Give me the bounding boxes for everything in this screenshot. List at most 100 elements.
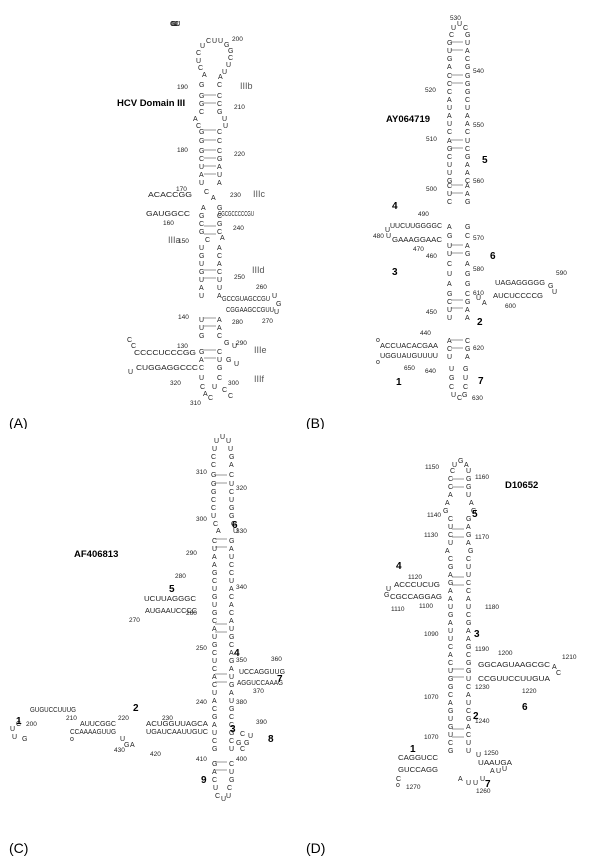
iiia-upper-strand: ACACCGG <box>148 192 192 199</box>
svg-text:U: U <box>128 369 133 376</box>
pos-640: 640 <box>425 368 436 375</box>
svg-text:C: C <box>448 644 453 651</box>
pos-1150: 1150 <box>425 464 439 471</box>
panel-b-label: (B) <box>306 415 325 429</box>
svg-text:A: A <box>229 690 234 697</box>
svg-text:C: C <box>466 580 471 587</box>
d-helix-7: 7 <box>485 779 491 790</box>
svg-text:C: C <box>396 776 401 783</box>
svg-text:G: G <box>471 508 476 515</box>
svg-text:U: U <box>212 546 217 553</box>
svg-text:A: A <box>465 307 470 314</box>
svg-text:G: G <box>124 742 129 749</box>
svg-text:G: G <box>199 138 204 145</box>
svg-text:U: U <box>457 21 462 28</box>
svg-text:U: U <box>226 62 231 69</box>
svg-text:U: U <box>221 796 226 803</box>
svg-text:G: G <box>244 740 249 747</box>
svg-text:C: C <box>217 82 222 89</box>
pos-550: 550 <box>473 122 484 129</box>
svg-text:C: C <box>448 740 453 747</box>
pos-430: 430 <box>114 747 125 754</box>
pos-320: 320 <box>170 380 181 387</box>
svg-text:C: C <box>449 32 454 39</box>
svg-text:C: C <box>211 454 216 461</box>
svg-text:C: C <box>229 610 234 617</box>
svg-text:U: U <box>200 43 205 50</box>
svg-text:U: U <box>274 309 279 316</box>
svg-text:C: C <box>229 738 234 745</box>
svg-text:A: A <box>447 64 452 71</box>
c-h3-lower: UGAUCAAUUGUC <box>146 729 208 736</box>
svg-text:U: U <box>199 245 204 252</box>
svg-text:U: U <box>232 343 237 350</box>
svg-text:U: U <box>226 438 231 445</box>
svg-text:G: G <box>465 271 470 278</box>
svg-text:G: G <box>212 642 217 649</box>
pos-450: 450 <box>426 309 437 316</box>
svg-text:G: G <box>468 548 473 555</box>
svg-text:U: U <box>10 726 15 733</box>
panel-b-title: AY064719 <box>386 114 430 125</box>
b-h6-lower: AUCUCCCCG <box>493 293 543 300</box>
svg-text:U: U <box>466 604 471 611</box>
pos-1250: 1250 <box>484 750 499 757</box>
svg-text:A: A <box>217 317 222 324</box>
svg-text:o: o <box>376 359 380 366</box>
pos-270: 270 <box>262 318 273 325</box>
label-iiic: IIIc <box>253 189 266 199</box>
svg-text:C: C <box>448 532 453 539</box>
pos-1200: 1200 <box>498 650 513 657</box>
c-h2-upper: AUUCGGC <box>80 721 116 728</box>
svg-text:A: A <box>218 74 223 81</box>
svg-text:C: C <box>198 65 203 72</box>
svg-text:C: C <box>465 97 470 104</box>
svg-text:U: U <box>476 752 481 759</box>
svg-text:U: U <box>212 586 217 593</box>
pos-610: 610 <box>473 290 484 297</box>
svg-text:A: A <box>465 48 470 55</box>
pos-570: 570 <box>473 235 484 242</box>
svg-text:G: G <box>229 538 234 545</box>
svg-text:U: U <box>386 586 391 593</box>
pos-1160: 1160 <box>475 474 489 481</box>
svg-text:G: G <box>212 714 217 721</box>
svg-text:U: U <box>451 392 456 399</box>
pos-280: 280 <box>232 319 243 326</box>
svg-text:A: A <box>448 700 453 707</box>
svg-text:A: A <box>466 692 471 699</box>
svg-text:U: U <box>229 698 234 705</box>
svg-text:C: C <box>229 570 234 577</box>
svg-text:G: G <box>447 233 452 240</box>
svg-text:U: U <box>248 733 253 740</box>
pos-240: 240 <box>233 225 244 232</box>
svg-text:U: U <box>463 375 468 382</box>
svg-text:C: C <box>199 109 204 116</box>
pos-590: 590 <box>556 270 567 277</box>
svg-text:U: U <box>466 740 471 747</box>
svg-text:A: A <box>202 72 207 79</box>
svg-text:U: U <box>480 776 485 783</box>
svg-text:A: A <box>212 626 217 633</box>
pos-440: 440 <box>420 330 431 337</box>
svg-text:G: G <box>229 454 234 461</box>
svg-text:U: U <box>466 468 471 475</box>
svg-text:G: G <box>447 146 452 153</box>
pos-160: 160 <box>163 220 174 227</box>
pos-1070: 1070 <box>424 734 439 741</box>
svg-text:C: C <box>217 253 222 260</box>
svg-text:C: C <box>208 395 213 402</box>
svg-text:A: A <box>216 528 221 535</box>
svg-text:G: G <box>465 199 470 206</box>
iiic-strand: GGCGCCCCCGU <box>218 211 254 218</box>
svg-text:U: U <box>447 121 452 128</box>
pos-260: 260 <box>186 610 197 617</box>
svg-text:C: C <box>450 468 455 475</box>
svg-text:A: A <box>447 281 452 288</box>
svg-text:C: C <box>127 337 132 344</box>
svg-text:A: A <box>217 325 222 332</box>
